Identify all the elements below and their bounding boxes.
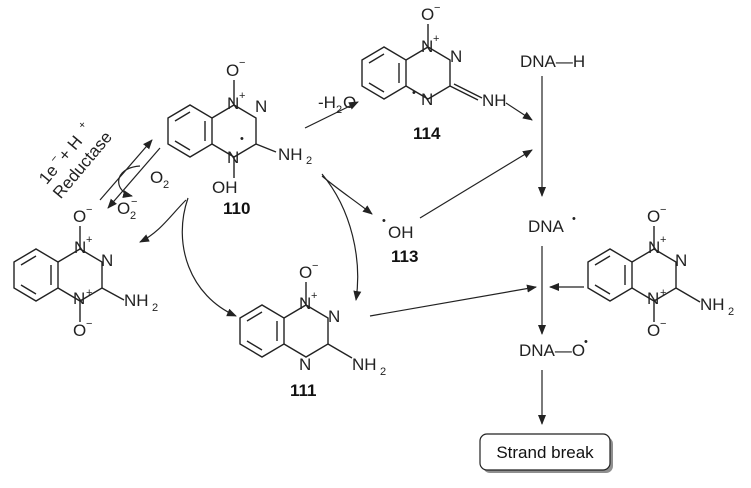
svg-text:O: O — [343, 93, 356, 112]
svg-text:NH: NH — [482, 91, 507, 110]
svg-text:O: O — [647, 321, 660, 340]
svg-text:N: N — [450, 47, 462, 66]
n-plus-label: N — [227, 94, 239, 113]
dna-radical-label: DNA — [528, 217, 565, 236]
svg-text:2: 2 — [336, 104, 342, 116]
svg-text:2: 2 — [130, 210, 136, 222]
svg-text:−: − — [86, 204, 92, 216]
arrow-110-to-oh — [321, 175, 373, 215]
minus-sup: − — [239, 57, 245, 69]
svg-text:NH: NH — [124, 291, 149, 310]
strand-break-box — [479, 433, 611, 471]
svg-text:2: 2 — [380, 366, 386, 378]
svg-text:+: + — [660, 287, 666, 299]
svg-text:2: 2 — [728, 306, 734, 318]
arrow-110-to-bis-oxide — [139, 199, 187, 243]
svg-text:−: − — [434, 2, 440, 14]
svg-text:N: N — [421, 37, 433, 56]
svg-text:-H: -H — [318, 93, 336, 112]
svg-text:N: N — [73, 289, 85, 308]
svg-text:O: O — [73, 207, 86, 226]
compound-111: O − N + N N NH 2 111 — [239, 260, 386, 400]
svg-text:Reductase: Reductase — [49, 128, 116, 202]
svg-text:•: • — [382, 215, 386, 227]
svg-text:•: • — [240, 133, 244, 145]
svg-text:O: O — [73, 321, 86, 340]
compound-bis-n-oxide-left: O − N + N N + O − NH 2 — [13, 204, 158, 340]
arrow-111-to-dna — [369, 284, 537, 317]
strand-break-label: Strand break — [496, 443, 594, 462]
compound-110-label: 110 — [223, 199, 250, 218]
svg-text:N: N — [675, 251, 687, 270]
svg-text:OH: OH — [212, 178, 238, 197]
svg-text:2: 2 — [163, 179, 169, 191]
reduction-equilibrium: 1e − + H + Reductase O 2 O 2 − — [35, 119, 169, 222]
svg-text:N: N — [648, 238, 660, 257]
svg-text:O: O — [117, 199, 130, 218]
svg-text:+: + — [433, 33, 439, 45]
svg-text:+: + — [86, 234, 92, 246]
svg-text:+: + — [660, 234, 666, 246]
svg-text:+: + — [239, 90, 245, 102]
svg-text:O: O — [150, 168, 163, 187]
arrow-110-to-111 — [321, 173, 362, 301]
dna-o-label: DNA—O — [519, 341, 585, 360]
svg-text:NH: NH — [352, 355, 377, 374]
compound-bis-n-oxide-right: O − N + N N + O − NH 2 — [587, 204, 734, 340]
svg-text:−: − — [131, 196, 137, 208]
svg-text:OH: OH — [388, 223, 414, 242]
compound-113-label: 113 — [391, 247, 418, 266]
svg-text:2: 2 — [306, 155, 312, 167]
dna-pathway: DNA—H DNA • DNA—O • Strand break — [479, 52, 613, 473]
svg-text:+: + — [76, 119, 89, 132]
svg-text:2: 2 — [152, 302, 158, 314]
svg-text:N: N — [299, 294, 311, 313]
compound-114-label: 114 — [413, 124, 441, 143]
dna-h-label: DNA—H — [520, 52, 585, 71]
svg-text:O: O — [299, 263, 312, 282]
svg-text:O: O — [421, 5, 434, 24]
svg-text:N: N — [255, 97, 267, 116]
svg-text:−: − — [86, 318, 92, 330]
svg-text:+: + — [86, 287, 92, 299]
svg-text:NH: NH — [278, 145, 303, 164]
svg-text:−: − — [660, 318, 666, 330]
compound-114: O − N + N N • NH 114 — [361, 2, 507, 143]
svg-text:N: N — [421, 90, 433, 109]
hydroxyl-radical-113: • OH 113 — [382, 215, 418, 266]
svg-text:•: • — [412, 87, 416, 99]
svg-text:N: N — [101, 251, 113, 270]
svg-text:N: N — [328, 307, 340, 326]
arrow-110-to-111-curve — [181, 197, 237, 317]
svg-text:•: • — [584, 336, 588, 348]
o-minus-label: O — [226, 61, 239, 80]
svg-text:−: − — [312, 260, 318, 272]
arrow-114-to-dna — [505, 102, 533, 121]
svg-text:−: − — [660, 204, 666, 216]
svg-text:N: N — [647, 289, 659, 308]
svg-text:•: • — [572, 213, 576, 225]
svg-text:N: N — [74, 238, 86, 257]
compound-110: O − N + N N N OH NH 2 • 110 — [167, 57, 312, 218]
compound-111-label: 111 — [290, 381, 317, 400]
svg-text:N: N — [299, 355, 311, 374]
svg-text:+: + — [311, 290, 317, 302]
arrow-110-to-114 — [304, 101, 359, 129]
arrow-oh-to-dna — [419, 149, 533, 219]
svg-text:N: N — [227, 148, 239, 167]
svg-text:O: O — [647, 207, 660, 226]
svg-text:NH: NH — [700, 295, 725, 314]
